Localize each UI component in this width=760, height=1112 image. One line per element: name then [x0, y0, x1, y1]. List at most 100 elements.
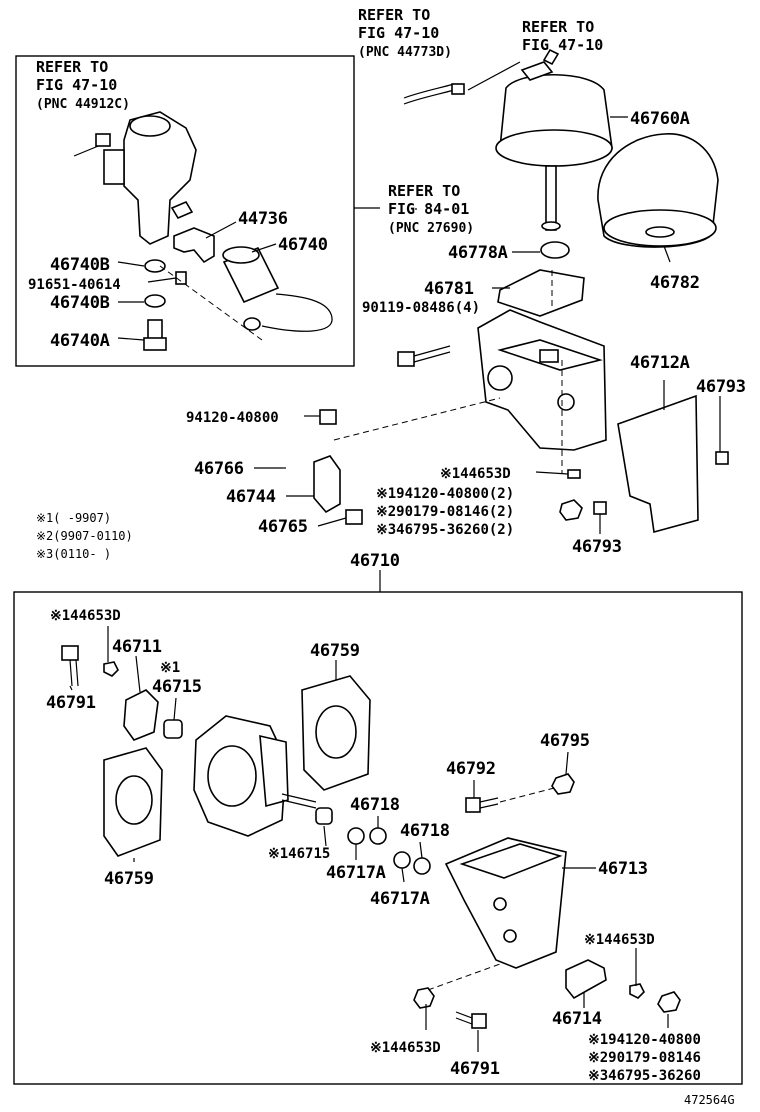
label-46714: 46714 [552, 1009, 602, 1029]
label-46740B-1: 46740B [50, 255, 110, 275]
ref-mid-2: FIG 84-01 [388, 200, 469, 218]
plate-46781-drawing [497, 269, 585, 317]
vacuum-switch-valve-drawing [73, 111, 197, 245]
ref-box-1: REFER TO [36, 58, 108, 76]
pin-46765-drawing [345, 509, 363, 525]
note-3: ※3(0110- ) [36, 547, 111, 561]
label-46713: 46713 [598, 859, 648, 879]
label-46717A-1: 46717A [326, 863, 386, 883]
label-46759-2: 46759 [104, 869, 154, 889]
actuator-46760A-drawing [495, 48, 613, 231]
label-46795-2: ※346795-36260(2) [376, 522, 514, 538]
label-46766: 46766 [194, 459, 244, 479]
throttle-body-drawing [193, 715, 317, 837]
label-46740A: 46740A [50, 331, 110, 351]
bushing-46715-2-drawing [315, 807, 333, 825]
ref-top-left-2: FIG 47-10 [358, 24, 439, 42]
label-46759-1: 46759 [310, 641, 360, 661]
label-46781: 46781 [424, 279, 474, 299]
bolt-91651-drawing [175, 271, 187, 285]
label-94120-2: ※194120-40800(2) [376, 486, 514, 502]
label-46744: 46744 [226, 487, 276, 507]
note-2: ※2(9907-0110) [36, 529, 133, 543]
nut-combo-b-drawing [657, 991, 681, 1013]
washer-46717A-2-drawing [393, 851, 411, 869]
label-46712A: 46712A [630, 353, 690, 373]
label-46793-1: 46793 [696, 377, 746, 397]
washer-46740B-2-drawing [144, 294, 166, 308]
bolt-90119-drawing [397, 345, 451, 367]
label-46718-1: 46718 [350, 795, 400, 815]
label-44653D-b3: ※144653D [370, 1040, 441, 1056]
nut-46795-drawing [551, 773, 575, 795]
washer-46717A-1-drawing [347, 827, 365, 845]
assembly-46710-box [13, 591, 743, 1085]
ref-mid-3: (PNC 27690) [388, 221, 474, 236]
washer-46740B-1-drawing [144, 259, 166, 273]
bracket-assembly-drawing [477, 309, 607, 451]
label-94120-b: ※194120-40800 [588, 1032, 701, 1048]
label-46760A: 46760A [630, 109, 690, 129]
label-44653D-top: ※144653D [440, 466, 511, 482]
label-46740B-2: 46740B [50, 293, 110, 313]
ref-top-left-1: REFER TO [358, 6, 430, 24]
label-46710: 46710 [350, 551, 400, 571]
label-46791-2: 46791 [450, 1059, 500, 1079]
figure-id: 472564G [684, 1093, 735, 1107]
label-46795: 46795 [540, 731, 590, 751]
washer-46778A-drawing [540, 241, 570, 259]
label-91651: 91651-40614 [28, 277, 121, 293]
label-46778A: 46778A [448, 243, 508, 263]
ref-top-right-1: REFER TO [522, 18, 594, 36]
label-90179-b: ※290179-08146 [588, 1050, 701, 1066]
nut-combo-drawing [559, 499, 583, 521]
label-44736: 44736 [238, 209, 288, 229]
label-46717A-2: 46717A [370, 889, 430, 909]
label-44653D-b1: ※144653D [50, 608, 121, 624]
link-46744-drawing [282, 455, 341, 514]
nut-44653D-b2-drawing [629, 983, 645, 999]
label-46795-b: ※346795-36260 [588, 1068, 701, 1084]
ref-mid-1: REFER TO [388, 182, 460, 200]
label-46740: 46740 [278, 235, 328, 255]
shield-46782-drawing [597, 133, 719, 248]
gasket-46711-drawing [123, 689, 159, 741]
bolt-46791-1-drawing [61, 645, 79, 687]
label-46715-2: ※146715 [268, 846, 330, 862]
washer-46718-2-drawing [413, 857, 431, 875]
bolt-46792-drawing [465, 797, 499, 813]
label-46765: 46765 [258, 517, 308, 537]
gasket-46759-2-drawing [103, 747, 163, 857]
ref-top-right-2: FIG 47-10 [522, 36, 603, 54]
lever-46714-drawing [565, 959, 607, 1000]
bolt-46793-1-drawing [715, 451, 729, 465]
label-90179-2: ※290179-08146(2) [376, 504, 514, 520]
label-46711: 46711 [112, 637, 162, 657]
bracket-44736-drawing [173, 227, 215, 264]
label-94120-top: 94120-40800 [186, 410, 279, 426]
gasket-46759-1-drawing [301, 675, 371, 791]
nut-44653D-b1-drawing [103, 661, 119, 677]
bolt-46791-2-drawing [455, 1011, 487, 1029]
label-46782: 46782 [650, 273, 700, 293]
ref-box-2: FIG 47-10 [36, 76, 117, 94]
inset-box [15, 55, 355, 367]
bracket-46713-drawing [444, 837, 567, 969]
bolt-46793-2-drawing [593, 501, 607, 515]
label-46715-mark: ※1 [160, 660, 180, 676]
nut-44653D-b3-drawing [413, 987, 435, 1009]
insulator-46712A-drawing [617, 394, 699, 534]
nut-44653D-top-drawing [567, 469, 581, 479]
ref-top-left-3: (PNC 44773D) [358, 45, 452, 60]
label-46793-2: 46793 [572, 537, 622, 557]
note-1: ※1( -9907) [36, 511, 111, 525]
label-44653D-b2: ※144653D [584, 932, 655, 948]
label-90119: 90119-08486(4) [362, 300, 480, 316]
label-46792: 46792 [446, 759, 496, 779]
ref-box-3: (PNC 44912C) [36, 97, 130, 112]
label-46715-1: 46715 [152, 677, 202, 697]
washer-46718-1-drawing [369, 827, 387, 845]
bushing-46715-1-drawing [163, 719, 183, 739]
nut-94120-top-drawing [319, 409, 337, 425]
